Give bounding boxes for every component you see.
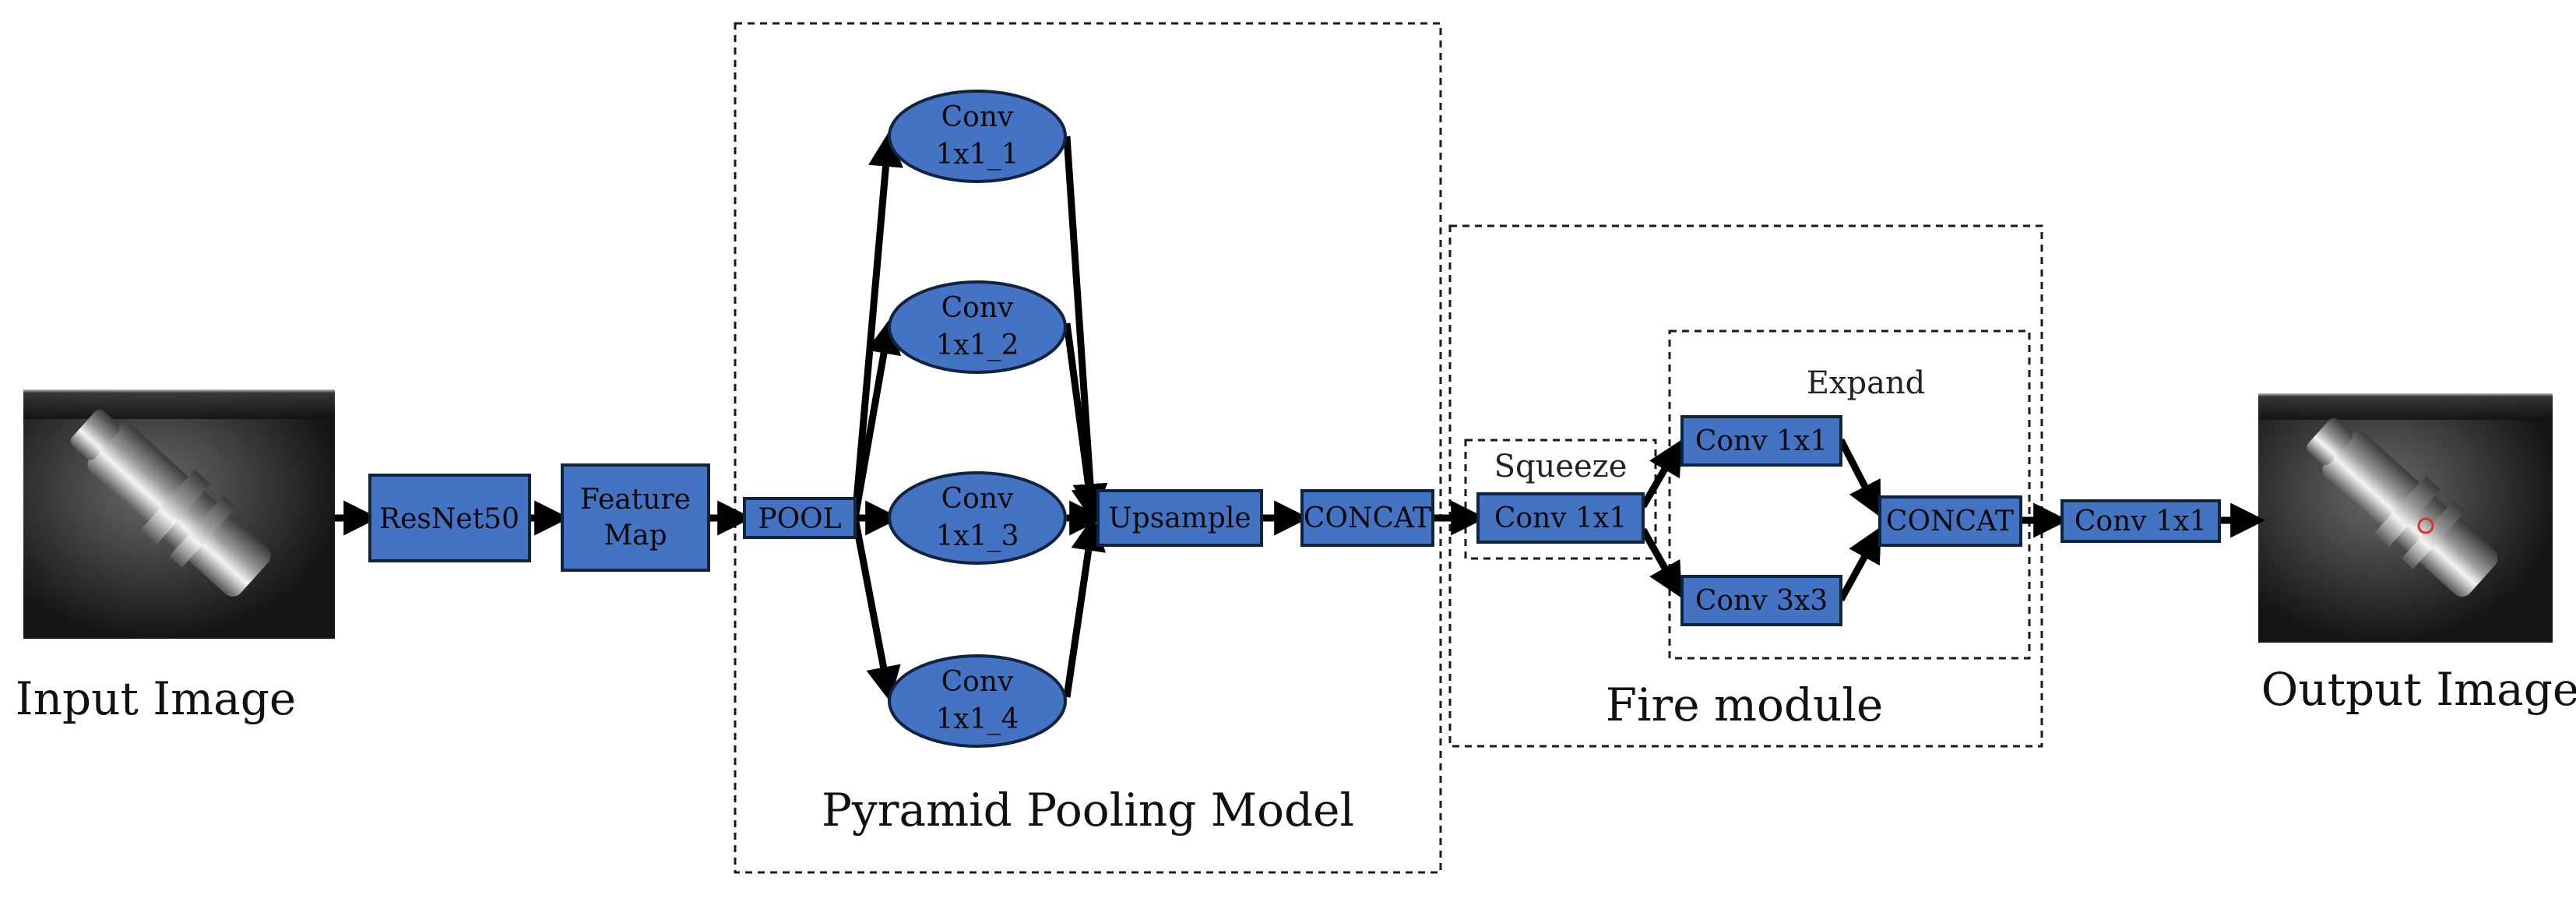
expand-frame [1668, 329, 2031, 660]
node-conv-1x1-4: Conv 1x1_4 [888, 654, 1067, 748]
squeeze-conv-label: Conv 1x1 [1494, 502, 1627, 534]
node-concat-ppm: CONCAT [1300, 489, 1434, 547]
node-conv-1x1-3: Conv 1x1_3 [888, 471, 1067, 565]
input-image [23, 389, 335, 639]
node-concat-fire: CONCAT [1878, 495, 2022, 547]
edge-conv4-upsample [1063, 515, 1107, 698]
ppm-label: Pyramid Pooling Model [822, 784, 1354, 837]
node-resnet50: ResNet50 [368, 474, 531, 562]
node-pool: POOL [743, 497, 857, 539]
edge-conv2-upsample [1063, 322, 1107, 523]
conv4-label-line2: 1x1_4 [935, 703, 1019, 735]
node-expand-conv1x1: Conv 1x1 [1680, 415, 1842, 467]
edge-expand1-concat [1838, 438, 1881, 518]
edge-pool-conv1 [851, 131, 903, 519]
node-squeeze-conv: Conv 1x1 [1476, 492, 1645, 544]
node-conv-1x1-1: Conv 1x1_1 [888, 90, 1067, 183]
feature-map-label-line1: Feature [580, 484, 691, 516]
concat-ppm-label: CONCAT [1304, 502, 1431, 534]
input-image-caption: Input Image [16, 672, 296, 725]
edge-squeeze-expand3 [1640, 527, 1682, 599]
conv3-label-line2: 1x1_3 [935, 520, 1019, 552]
expand-conv1x1-label: Conv 1x1 [1695, 425, 1828, 457]
pool-label: POOL [758, 503, 841, 535]
conv2-label-line1: Conv [941, 292, 1014, 324]
conv1-label-line1: Conv [941, 101, 1014, 133]
expand-conv3x3-label: Conv 3x3 [1695, 585, 1828, 617]
upsample-label: Upsample [1108, 502, 1251, 534]
node-expand-conv3x3: Conv 3x3 [1680, 575, 1842, 626]
output-image-caption: Output Image [2261, 663, 2576, 716]
conv4-label-line1: Conv [941, 666, 1014, 698]
expand-label: Expand [1807, 365, 1926, 401]
fire-module-label: Fire module [1606, 678, 1884, 731]
node-feature-map: Feature Map [561, 463, 710, 572]
conv1-label-line2: 1x1_1 [935, 139, 1019, 171]
output-image [2258, 393, 2553, 643]
edges [335, 131, 2266, 702]
squeeze-label: Squeeze [1494, 449, 1628, 484]
edge-conv1-upsample [1063, 136, 1108, 520]
node-final-conv: Conv 1x1 [2060, 499, 2221, 543]
resnet50-label: ResNet50 [379, 503, 519, 535]
feature-map-label-line2: Map [604, 520, 667, 551]
edge-squeeze-expand1 [1640, 439, 1683, 509]
edge-pool-conv2 [851, 319, 902, 519]
node-upsample: Upsample [1096, 489, 1263, 547]
conv3-label-line1: Conv [941, 483, 1014, 515]
squeeze-frame [1464, 439, 1657, 560]
edge-pool-conv4 [851, 517, 901, 702]
ppm-frame [734, 22, 1442, 874]
detection-marker [2417, 517, 2434, 534]
concat-fire-label: CONCAT [1886, 506, 2014, 537]
node-conv-1x1-2: Conv 1x1_2 [888, 280, 1067, 374]
conv2-label-line2: 1x1_2 [935, 329, 1019, 361]
edge-expand3-concat [1838, 526, 1881, 602]
final-conv-label: Conv 1x1 [2075, 506, 2207, 537]
fire-module-frame [1448, 224, 2043, 748]
